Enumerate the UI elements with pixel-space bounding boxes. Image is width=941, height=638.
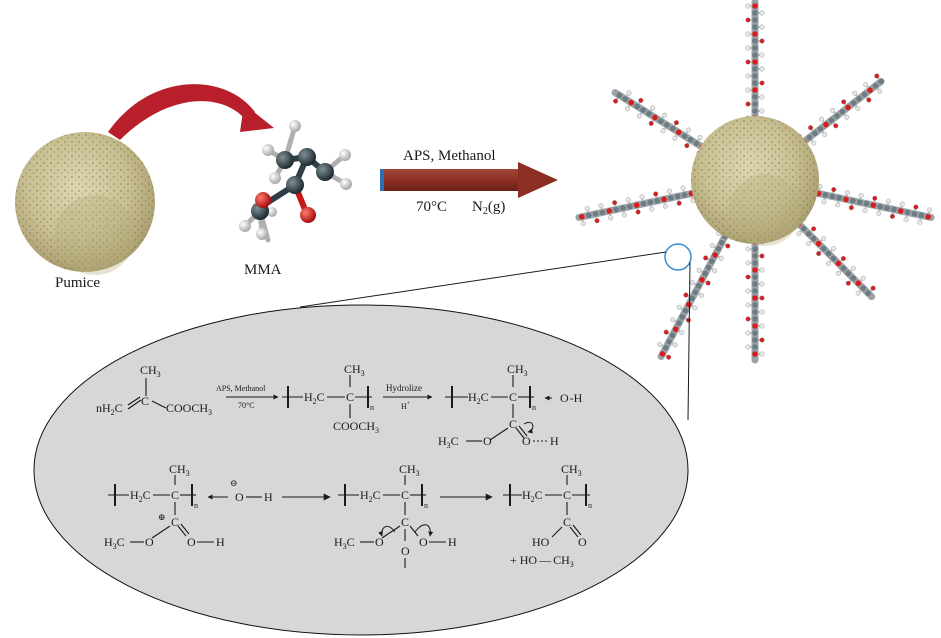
poly1-ester: COOCH3 <box>333 419 379 435</box>
curved-red-arrow <box>108 84 274 140</box>
int1-ester-o: O <box>145 535 154 549</box>
poly1-c: C <box>346 390 354 404</box>
grafted-pumice-particle <box>691 116 819 246</box>
poly2-h3c: H3C <box>438 434 459 450</box>
zoom-line-left <box>299 251 667 308</box>
hydroxide-minus-charge: ⊖ <box>230 478 238 488</box>
step1-conditions-bottom: 70°C <box>238 401 255 410</box>
monomer-c: C <box>141 394 149 408</box>
poly1-n: n <box>370 403 374 412</box>
poly1-h2c: H2C <box>304 390 325 406</box>
prod-h2c: H2C <box>522 488 543 504</box>
hydroxide-h: H <box>264 490 273 504</box>
int1-oh-h: H <box>216 535 225 549</box>
int1-h2c: H2C <box>130 488 151 504</box>
poly1-ch3: CH3 <box>344 362 365 378</box>
poly2-ch3: CH3 <box>507 362 528 378</box>
zoom-line-right <box>687 261 691 421</box>
int2-ch3: CH3 <box>399 462 420 478</box>
int2-ester-o: O <box>375 535 384 549</box>
int2-h2c: H2C <box>360 488 381 504</box>
int2-central-c: C <box>401 515 409 529</box>
poly2-carbonyl-c: C <box>509 417 517 431</box>
poly2-ester-o: O <box>483 434 492 448</box>
int2-oh-o: O <box>419 535 428 549</box>
monomer-methyl: CH3 <box>140 363 161 379</box>
methanol: + HO—CH3 <box>510 553 574 569</box>
main-arrow-gas: N2(g) <box>472 199 505 217</box>
int2-c: C <box>401 488 409 502</box>
int2-o-minus: O <box>401 544 410 558</box>
mechanism-row-1: CH3 nH2C C COOCH3 APS, Methanol 70°C H2C… <box>96 362 583 450</box>
poly2-carbonyl-o: O <box>522 434 531 448</box>
prod-n: n <box>588 501 592 510</box>
poly2-h: H <box>550 434 559 448</box>
poly2-h2c: H2C <box>468 390 489 406</box>
step2-conditions-top: Hydrolize <box>386 383 422 393</box>
int1-ch3: CH3 <box>169 462 190 478</box>
monomer-ester: COOCH3 <box>166 401 212 417</box>
pmma-chain <box>575 182 702 227</box>
prod-carbonyl-c: C <box>563 515 571 529</box>
int1-h3c: H3C <box>104 535 125 551</box>
int2-oh-h: H <box>448 535 457 549</box>
mma-label: MMA <box>244 262 282 278</box>
mechanism-row-2: H2C C CH3 n ⊕ C O H3C O H ⊖ O H H2C C CH… <box>104 462 592 569</box>
pmma-chain <box>786 215 876 301</box>
prod-carbonyl-o: O <box>578 535 587 549</box>
pumice-particle <box>15 132 155 275</box>
prod-c: C <box>563 488 571 502</box>
int2-h3c: H3C <box>334 535 355 551</box>
poly2-n: n <box>532 403 536 412</box>
step2-conditions-bottom: H+ <box>401 401 411 411</box>
step1-conditions-top: APS, Methanol <box>216 384 266 393</box>
mma-molecule <box>239 120 352 243</box>
pmma-chain <box>807 184 935 225</box>
int1-plus-charge: ⊕ <box>158 512 166 522</box>
main-arrow-conditions-top: APS, Methanol <box>403 148 496 164</box>
int1-n: n <box>194 501 198 510</box>
pmma-chain <box>745 0 765 129</box>
pumice-label: Pumice <box>55 275 100 291</box>
pmma-chain <box>611 89 715 156</box>
main-reaction-arrow <box>380 162 558 198</box>
int2-n: n <box>424 501 428 510</box>
hydroxide: O-H <box>560 391 583 405</box>
main-arrow-temperature: 70°C <box>416 199 447 215</box>
hydroxide-o: O <box>235 490 244 504</box>
pmma-chain <box>745 231 765 364</box>
int1-oh-o: O <box>187 535 196 549</box>
int1-carbonyl-c: C <box>171 515 179 529</box>
pmma-chain <box>657 218 737 361</box>
int1-c: C <box>171 488 179 502</box>
poly2-c: C <box>509 390 517 404</box>
pmma-chain <box>794 73 885 155</box>
monomer-ch2: nH2C <box>96 401 123 417</box>
zoom-circle <box>664 243 692 271</box>
prod-ch3: CH3 <box>561 462 582 478</box>
prod-ho: HO <box>532 535 550 549</box>
mechanism-ellipse <box>33 304 689 636</box>
